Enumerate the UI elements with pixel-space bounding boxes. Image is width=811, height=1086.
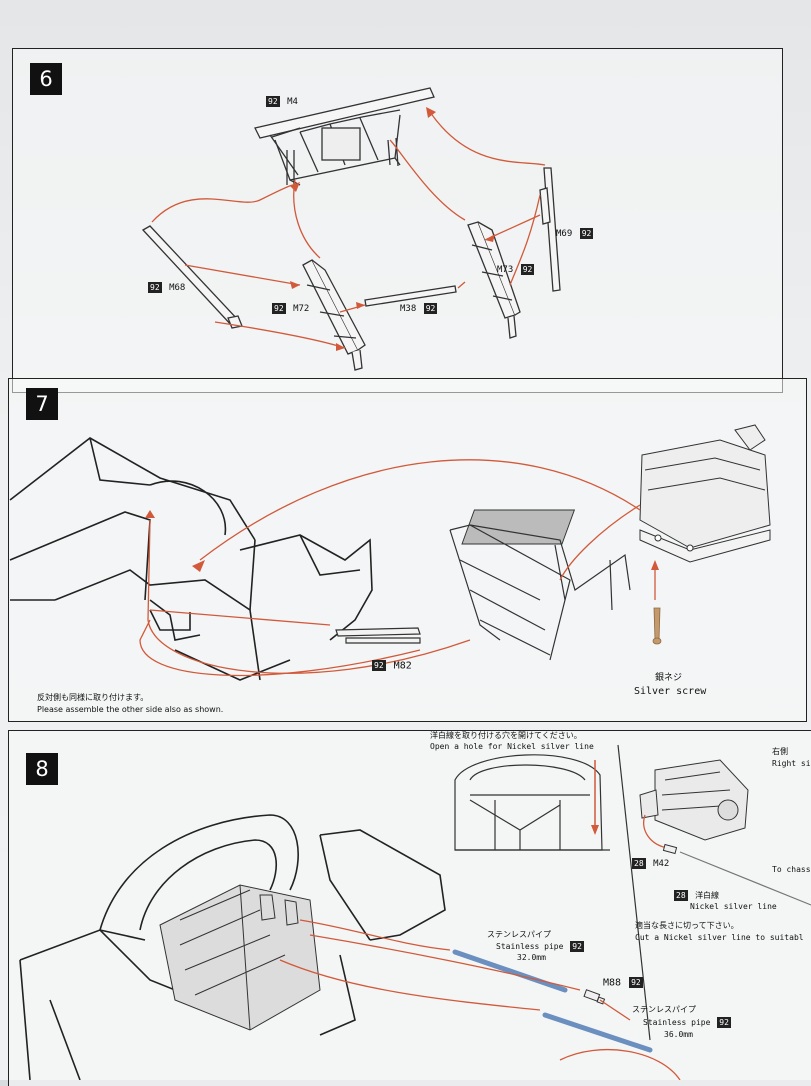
pipe-1-label-jp: ステンレスパイプ xyxy=(487,930,551,939)
step-8-number: 8 xyxy=(26,753,58,785)
right-side-label-en: Right si xyxy=(772,759,811,768)
part-m68-shape xyxy=(141,225,243,329)
pipe-2-text-en: Stainless pipe xyxy=(643,1018,711,1027)
pipe-1-length: 32.0mm xyxy=(517,953,546,962)
part-m69-shape xyxy=(539,167,561,292)
part-m38-shape xyxy=(364,285,457,307)
part-m82-shape xyxy=(335,627,421,644)
part-m4-badge: 92 xyxy=(266,96,280,107)
pipe-1-badge: 92 xyxy=(570,941,584,952)
part-m69-text: M69 xyxy=(556,229,573,239)
part-m42-text: M42 xyxy=(653,859,670,869)
pipe-1-text-en: Stainless pipe xyxy=(496,942,564,951)
part-m82-label: 92 M82 xyxy=(370,660,412,672)
subframe-shape xyxy=(449,524,631,661)
step-6-arrowheads xyxy=(290,107,495,351)
car-body-shape xyxy=(19,814,446,1080)
nickel-line-shape xyxy=(679,851,811,906)
step-7-number: 7 xyxy=(26,388,58,420)
part-m88-text: M88 xyxy=(603,977,622,989)
frame-hole-detail xyxy=(454,754,610,851)
chassis-shape xyxy=(9,437,373,681)
nickel-silver-label-en: Nickel silver line xyxy=(690,902,777,911)
part-m72-label: 92 M72 xyxy=(270,303,309,314)
part-m69-badge: 92 xyxy=(579,228,594,239)
part-m72-text: M72 xyxy=(293,304,310,314)
part-m82-badge: 92 xyxy=(372,660,386,671)
car-engine-shape xyxy=(159,884,321,1031)
inset-divider xyxy=(617,744,651,1041)
pipe-1-label-en: Stainless pipe 92 xyxy=(496,941,586,952)
part-m42-badge: 28 xyxy=(632,858,646,869)
part-m68-badge: 92 xyxy=(148,282,162,293)
step-7-note-jp: 反対側も同様に取り付けます。 xyxy=(37,693,149,702)
gearbox-arrow xyxy=(643,814,669,849)
pipe-2-label-en: Stainless pipe 92 xyxy=(643,1017,733,1028)
part-m68-text: M68 xyxy=(169,283,186,293)
hole-arrowhead xyxy=(591,825,599,835)
right-side-label-jp: 右側 xyxy=(772,747,788,756)
pipe-2-length: 36.0mm xyxy=(664,1030,693,1039)
part-m88-label: M88 92 xyxy=(603,977,645,989)
silver-screw-label-jp: 銀ネジ xyxy=(655,673,683,683)
step-7-note-en: Please assemble the other side also as s… xyxy=(37,705,224,714)
to-chassis-label: To chass xyxy=(772,865,811,874)
nickel-silver-label-jp: 28 洋白線 xyxy=(672,890,719,901)
cut-note-jp: 適当な長さに切って下さい。 xyxy=(635,921,739,930)
stainless-pipe-2-shape xyxy=(542,1012,653,1053)
silver-screw-label-en: Silver screw xyxy=(634,686,707,697)
pipe-2-badge: 92 xyxy=(717,1017,731,1028)
part-m73-shape xyxy=(467,221,521,339)
step-8-arrows xyxy=(279,919,681,1080)
part-m73-label: M73 92 xyxy=(497,264,536,275)
part-m4-text: M4 xyxy=(287,97,298,107)
part-m38-label: M38 92 xyxy=(400,303,439,314)
part-m42-shape xyxy=(662,843,678,855)
part-m38-badge: 92 xyxy=(423,303,438,314)
nickel-silver-badge: 28 xyxy=(674,890,688,901)
hole-note-en: Open a hole for Nickel silver line xyxy=(430,742,594,751)
part-m42-label: 28 M42 xyxy=(630,858,669,869)
hole-note-jp: 洋白線を取り付ける穴を開けてください。 xyxy=(430,731,582,740)
pipe-2-label-jp: ステンレスパイプ xyxy=(632,1005,696,1014)
silver-screw-shape xyxy=(652,607,662,645)
cut-note-en: Cut a Nickel silver line to suitabl xyxy=(635,933,804,942)
part-m82-text: M82 xyxy=(393,660,412,672)
part-m38-text: M38 xyxy=(400,304,417,314)
step-6-number: 6 xyxy=(30,63,62,95)
step-7-arrows xyxy=(139,459,656,677)
gearbox-shape xyxy=(639,759,749,841)
step-7-arrowheads xyxy=(145,510,659,572)
part-m69-label: M69 92 xyxy=(556,228,595,239)
part-m73-badge: 92 xyxy=(520,264,535,275)
part-m73-text: M73 xyxy=(497,265,514,275)
part-m72-badge: 92 xyxy=(272,303,286,314)
nickel-silver-text-jp: 洋白線 xyxy=(695,891,720,900)
part-m72-shape xyxy=(302,259,366,371)
part-m88-badge: 92 xyxy=(629,977,643,988)
part-m4-label: 92 M4 xyxy=(264,96,298,107)
stainless-pipe-1-shape xyxy=(452,949,568,993)
part-m68-label: 92 M68 xyxy=(146,282,185,293)
